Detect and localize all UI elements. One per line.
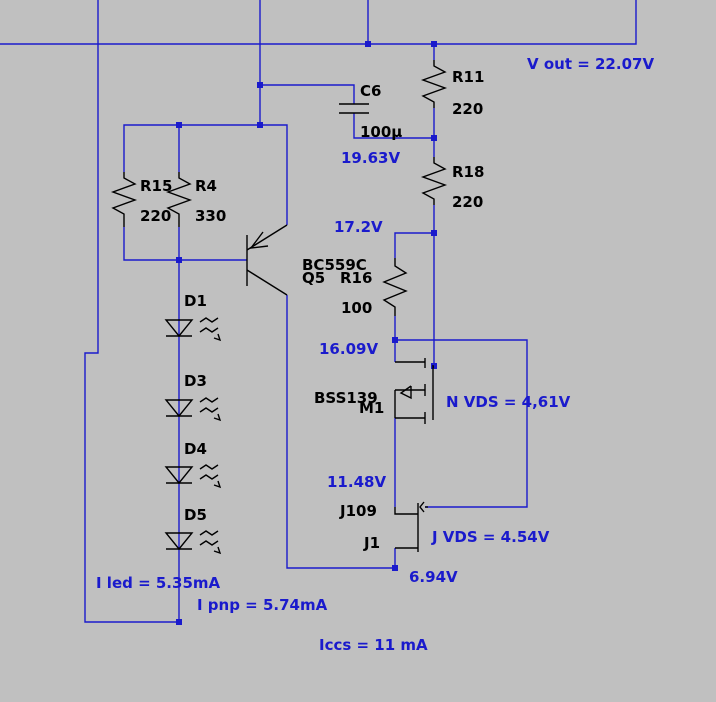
jfet-transistor-j1 bbox=[394, 501, 428, 552]
r4-value-label: 330 bbox=[195, 207, 226, 225]
j1-ref-label: J1 bbox=[363, 534, 380, 552]
r16-value-label: 100 bbox=[341, 299, 372, 317]
capacitor-c6 bbox=[339, 103, 369, 114]
q5-ref-label: Q5 bbox=[302, 269, 325, 287]
junction-dot bbox=[392, 565, 398, 571]
junction-dots bbox=[176, 41, 437, 625]
junction-dot bbox=[431, 230, 437, 236]
junction-dot bbox=[257, 82, 263, 88]
m1-model-label: BSS139 bbox=[314, 389, 378, 407]
iccs-label: Iccs = 11 mA bbox=[319, 636, 428, 654]
left-return-wire bbox=[84, 44, 179, 623]
vout-label: V out = 22.07V bbox=[527, 55, 654, 73]
c6-value-label: 100µ bbox=[360, 123, 402, 141]
n-vds-label: N VDS = 4,61V bbox=[446, 393, 571, 411]
r11-value-label: 220 bbox=[452, 100, 483, 118]
r15-value-label: 220 bbox=[140, 207, 171, 225]
node-voltage-16-09: 16.09V bbox=[319, 340, 378, 358]
node-voltage-11-48: 11.48V bbox=[327, 473, 386, 491]
junction-dot bbox=[431, 41, 437, 47]
r16-ref-label: R16 bbox=[340, 269, 372, 287]
r16-top-wire bbox=[394, 232, 434, 258]
resistor-r18 bbox=[420, 157, 448, 205]
c6-top-wire bbox=[260, 84, 355, 104]
d1-ref-label: D1 bbox=[184, 292, 207, 310]
c6-bottom-wire bbox=[353, 113, 434, 139]
r18-ref-label: R18 bbox=[452, 163, 484, 181]
r15-ref-label: R15 bbox=[140, 177, 172, 195]
i-pnp-label: I pnp = 5.74mA bbox=[197, 596, 328, 614]
pnp-collector-wire bbox=[286, 295, 395, 569]
c6-ref-label: C6 bbox=[360, 82, 381, 100]
i-led-label: I led = 5.35mA bbox=[96, 574, 221, 592]
junction-dot bbox=[176, 619, 182, 625]
top-rail-wire bbox=[0, 0, 637, 45]
q5-model-label: BC559C bbox=[302, 256, 367, 274]
j-vds-label: J VDS = 4.54V bbox=[431, 528, 550, 546]
r-network-top-wire bbox=[123, 124, 288, 225]
resistor-r15 bbox=[110, 172, 138, 227]
d3-ref-label: D3 bbox=[184, 372, 207, 390]
m1-gate-feedback-wire bbox=[395, 339, 528, 508]
j1-model-label: J109 bbox=[339, 502, 377, 520]
resistor-r4 bbox=[165, 172, 193, 227]
d4-ref-label: D4 bbox=[184, 440, 207, 458]
junction-dot bbox=[176, 257, 182, 263]
resistor-r16 bbox=[382, 258, 408, 316]
junction-dot bbox=[257, 122, 263, 128]
r11-ref-label: R11 bbox=[452, 68, 484, 86]
junction-dot bbox=[392, 337, 398, 343]
node-voltage-17-2: 17.2V bbox=[334, 218, 383, 236]
d5-ref-label: D5 bbox=[184, 506, 207, 524]
m1-ref-label: M1 bbox=[359, 399, 384, 417]
junction-dot bbox=[176, 122, 182, 128]
nmos-transistor-m1 bbox=[394, 358, 434, 424]
r-network-bottom-wire bbox=[123, 227, 179, 261]
junction-dot bbox=[365, 41, 371, 47]
r18-value-label: 220 bbox=[452, 193, 483, 211]
led-d5 bbox=[164, 530, 222, 555]
junction-dot bbox=[431, 363, 437, 369]
resistor-r11 bbox=[420, 60, 448, 108]
r4-ref-label: R4 bbox=[195, 177, 217, 195]
led-d1 bbox=[164, 317, 222, 342]
pnp-transistor-q5 bbox=[246, 224, 288, 296]
led-d4 bbox=[164, 464, 222, 489]
node-voltage-6-94: 6.94V bbox=[409, 568, 458, 586]
junction-dot bbox=[431, 135, 437, 141]
wires bbox=[0, 0, 637, 623]
node-voltage-19-63: 19.63V bbox=[341, 149, 400, 167]
led-d3 bbox=[164, 397, 222, 422]
